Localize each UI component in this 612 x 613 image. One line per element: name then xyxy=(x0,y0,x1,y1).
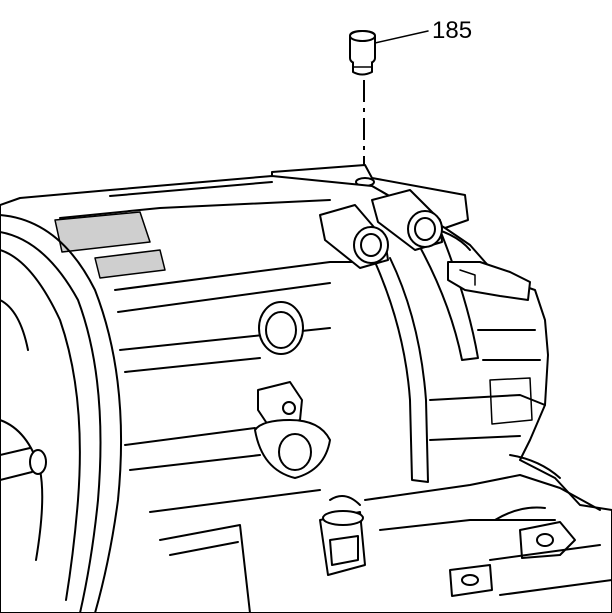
callout-leader-line xyxy=(374,30,429,44)
center-port xyxy=(258,301,304,355)
lower-connector xyxy=(319,510,366,576)
part-185-plug xyxy=(349,30,376,76)
bolt-boss-left xyxy=(319,204,389,269)
lower-port xyxy=(254,419,331,479)
transmission-housing xyxy=(0,164,612,613)
bolt-boss-right xyxy=(371,189,443,251)
callout-label-185: 185 xyxy=(432,17,472,44)
